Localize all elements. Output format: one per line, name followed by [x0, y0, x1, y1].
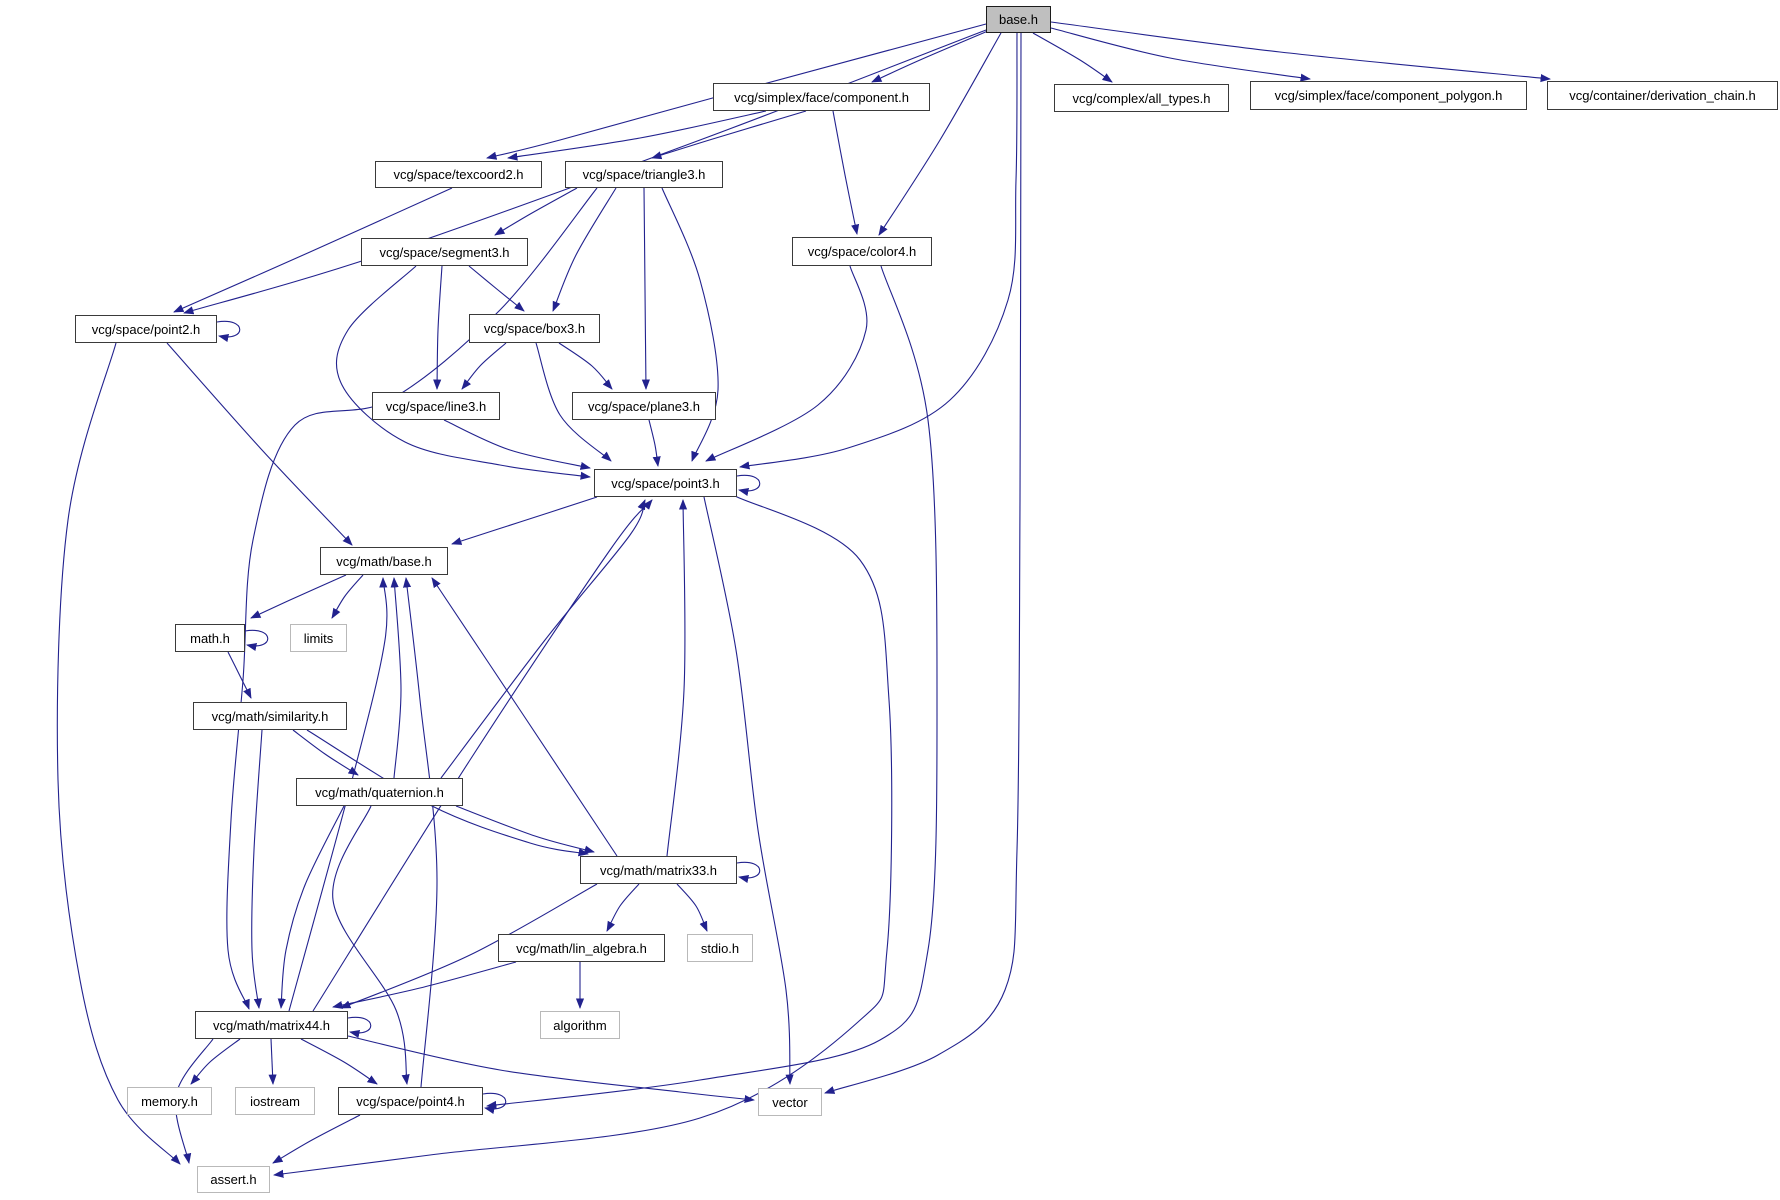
- edge-base-to-component: [871, 30, 989, 83]
- edge-lin_algebra-to-matrix44: [332, 961, 517, 1009]
- edge-point2-to-assert: [56, 342, 181, 1165]
- node-matrix33[interactable]: vcg/math/matrix33.h: [580, 856, 737, 884]
- edge-quaternion-to-mathbase: [390, 577, 402, 779]
- edge-matrix33-to-lin_algebra: [606, 883, 640, 932]
- node-component[interactable]: vcg/simplex/face/component.h: [713, 83, 930, 111]
- edge-base-to-color4: [878, 32, 1002, 236]
- edge-point3-self-loop: [736, 474, 761, 496]
- edge-base-to-component_polygon: [1050, 27, 1311, 82]
- edge-quaternion-to-point4: [332, 805, 410, 1085]
- node-matrix44[interactable]: vcg/math/matrix44.h: [195, 1011, 348, 1039]
- edge-triangle3-to-matrix44: [226, 187, 598, 1010]
- edge-matrix33-to-mathbase: [431, 577, 618, 857]
- node-iostream[interactable]: iostream: [235, 1087, 315, 1115]
- edge-box3-to-point3: [535, 342, 612, 462]
- edge-component-to-texcoord2: [507, 110, 767, 161]
- edge-point3-to-mathbase: [451, 496, 598, 545]
- node-all_types[interactable]: vcg/complex/all_types.h: [1054, 84, 1229, 112]
- edge-base-to-vector: [824, 32, 1022, 1094]
- edge-point2-to-mathbase: [166, 342, 353, 546]
- node-quaternion[interactable]: vcg/math/quaternion.h: [296, 778, 463, 806]
- node-derivation_chain[interactable]: vcg/container/derivation_chain.h: [1547, 81, 1778, 110]
- edge-base-to-derivation_chain: [1050, 21, 1551, 83]
- edge-segment3-to-line3: [433, 265, 443, 390]
- edge-segment3-to-point3: [335, 265, 591, 480]
- edge-plane3-to-point3: [648, 419, 661, 467]
- edge-matrix33-self-loop: [736, 861, 761, 883]
- edge-quaternion-to-matrix33: [455, 805, 595, 854]
- edge-matrix44-to-point3: [312, 499, 653, 1012]
- edge-matrix44-to-iostream: [268, 1038, 277, 1085]
- edge-base-to-point3: [739, 32, 1018, 470]
- node-memory[interactable]: memory.h: [127, 1087, 212, 1115]
- edge-matrix33-to-point3: [666, 499, 688, 857]
- node-mathh[interactable]: math.h: [175, 624, 245, 652]
- edge-base-to-point2: [183, 29, 987, 315]
- edge-point4-to-mathbase: [403, 577, 438, 1088]
- edge-matrix44-to-mathbase: [288, 577, 388, 1012]
- edge-component-to-triangle3: [651, 110, 807, 160]
- node-triangle3[interactable]: vcg/space/triangle3.h: [565, 161, 723, 188]
- node-point2[interactable]: vcg/space/point2.h: [75, 315, 217, 343]
- edge-segment3-to-box3: [468, 265, 525, 312]
- edge-point2-self-loop: [216, 320, 241, 342]
- node-stdio[interactable]: stdio.h: [687, 934, 753, 962]
- node-base[interactable]: base.h: [986, 6, 1051, 33]
- edge-quaternion-to-matrix44: [277, 805, 345, 1009]
- node-point4[interactable]: vcg/space/point4.h: [338, 1087, 483, 1115]
- edge-mathh-to-similarity: [227, 651, 252, 699]
- edge-triangle3-to-plane3: [641, 187, 650, 390]
- edge-matrix44-self-loop: [347, 1016, 372, 1038]
- node-box3[interactable]: vcg/space/box3.h: [469, 314, 600, 343]
- node-color4[interactable]: vcg/space/color4.h: [792, 237, 932, 266]
- edge-triangle3-to-segment3: [494, 187, 578, 236]
- node-texcoord2[interactable]: vcg/space/texcoord2.h: [375, 161, 542, 188]
- edge-matrix33-to-stdio: [676, 883, 708, 932]
- node-mathbase[interactable]: vcg/math/base.h: [320, 547, 448, 575]
- node-similarity[interactable]: vcg/math/similarity.h: [193, 702, 347, 730]
- edge-point3-to-assert: [273, 495, 893, 1178]
- edge-matrix33-to-matrix44: [340, 883, 598, 1009]
- edge-color4-to-point3: [705, 265, 868, 462]
- edge-box3-to-plane3: [558, 342, 613, 390]
- node-limits[interactable]: limits: [290, 624, 347, 652]
- edge-texcoord2-to-point2: [173, 187, 453, 313]
- edge-similarity-to-quaternion: [292, 729, 359, 776]
- node-line3[interactable]: vcg/space/line3.h: [372, 392, 500, 420]
- edge-mathh-self-loop: [244, 629, 269, 651]
- node-vector[interactable]: vector: [758, 1088, 822, 1116]
- edge-component-to-color4: [832, 110, 860, 235]
- edge-similarity-to-matrix44: [251, 729, 263, 1009]
- edge-point4-self-loop: [482, 1092, 507, 1114]
- node-assert[interactable]: assert.h: [197, 1166, 270, 1193]
- edge-triangle3-to-point3: [661, 187, 719, 462]
- node-plane3[interactable]: vcg/space/plane3.h: [572, 392, 716, 420]
- edge-mathbase-to-mathh: [250, 574, 347, 619]
- node-algorithm[interactable]: algorithm: [540, 1011, 620, 1039]
- node-component_polygon[interactable]: vcg/simplex/face/component_polygon.h: [1250, 81, 1527, 110]
- edge-point4-to-assert: [272, 1114, 361, 1164]
- edge-matrix44-to-point4: [300, 1038, 378, 1085]
- edge-quaternion-to-point3: [440, 499, 646, 779]
- edge-base-to-all_types: [1032, 32, 1113, 83]
- edge-point3-to-vector: [703, 496, 794, 1085]
- edge-triangle3-to-box3: [552, 187, 617, 312]
- edge-box3-to-line3: [461, 342, 507, 390]
- node-segment3[interactable]: vcg/space/segment3.h: [361, 238, 528, 266]
- node-point3[interactable]: vcg/space/point3.h: [594, 469, 737, 497]
- edge-matrix44-to-memory: [190, 1038, 241, 1085]
- edge-color4-to-point4: [486, 265, 938, 1109]
- edge-mathbase-to-limits: [331, 574, 364, 619]
- edge-matrix44-to-vector: [347, 1035, 755, 1104]
- edge-line3-to-point3: [443, 419, 591, 470]
- edge-base-to-texcoord2: [486, 23, 987, 160]
- node-lin_algebra[interactable]: vcg/math/lin_algebra.h: [498, 934, 665, 962]
- edge-similarity-to-matrix33: [306, 729, 589, 857]
